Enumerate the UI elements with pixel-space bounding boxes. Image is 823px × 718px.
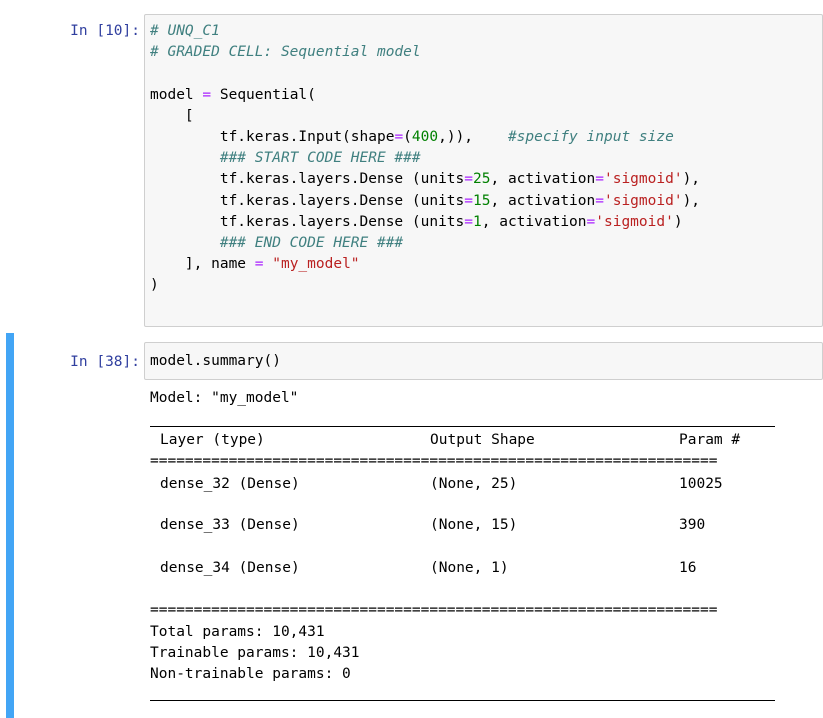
divider: [150, 426, 775, 427]
layer-name: dense_33 (Dense): [160, 517, 300, 533]
code-token: tf.keras.Input(shape: [150, 129, 395, 146]
param-count: 10025: [679, 476, 723, 492]
non-trainable-params: Non-trainable params: 0: [150, 666, 351, 682]
column-header-params: Param #: [679, 432, 741, 448]
code-operator: =: [464, 192, 474, 209]
code-operator: =: [464, 213, 474, 230]
model-name-line: Model: "my_model": [150, 390, 299, 406]
total-params: Total params: 10,431: [150, 624, 325, 640]
code-token: , activation: [490, 192, 596, 209]
param-count: 16: [679, 560, 697, 576]
code-number: 15: [473, 192, 491, 209]
code-token: , activation: [490, 171, 596, 188]
code-token: ,)),: [438, 129, 508, 146]
code-operator: =: [595, 192, 604, 209]
code-token: ], name: [150, 256, 255, 273]
output-shape: (None, 15): [430, 517, 518, 533]
column-header-layer: Layer (type): [160, 432, 265, 448]
code-token: tf.keras.layers.Dense (units: [150, 171, 465, 188]
code-token: (: [403, 129, 412, 146]
code-token: [: [150, 107, 194, 124]
code-operator: =: [586, 213, 596, 230]
layer-name: dense_32 (Dense): [160, 476, 300, 492]
code-token: ): [150, 277, 159, 294]
double-divider: ========================================…: [150, 605, 718, 615]
divider: [150, 700, 775, 701]
code-token: model: [150, 86, 203, 103]
code-token: ),: [682, 192, 701, 209]
code-token: ),: [682, 171, 701, 188]
code-token: tf.keras.layers.Dense (units: [150, 213, 465, 230]
code-text: model.summary(): [150, 353, 281, 369]
code-editor[interactable]: model.summary(): [144, 342, 823, 380]
code-string: "my_model": [263, 256, 360, 273]
code-number: 1: [473, 213, 482, 230]
code-text: # UNQ_C1 # GRADED CELL: Sequential model…: [150, 21, 700, 297]
param-count: 390: [679, 517, 706, 533]
code-comment: # UNQ_C1: [150, 23, 220, 39]
code-string: 'sigmoid': [603, 192, 683, 209]
code-comment: # GRADED CELL: Sequential model: [150, 44, 421, 61]
code-cell-summary[interactable]: In [38]: model.summary() Model: "my_mode…: [0, 333, 823, 718]
code-number: 400: [411, 129, 439, 146]
code-comment: ### END CODE HERE ###: [150, 235, 404, 252]
code-operator: =: [394, 129, 404, 146]
code-token: Sequential(: [211, 86, 316, 103]
output-shape: (None, 1): [430, 560, 509, 576]
code-token: tf.keras.layers.Dense (units: [150, 192, 465, 209]
code-string: 'sigmoid': [595, 213, 674, 230]
double-divider: ========================================…: [150, 456, 718, 466]
code-token: ): [673, 213, 683, 230]
code-operator: =: [254, 256, 264, 273]
layer-name: dense_34 (Dense): [160, 560, 300, 576]
code-comment: ### START CODE HERE ###: [150, 150, 421, 167]
code-number: 25: [473, 171, 491, 188]
column-header-output-shape: Output Shape: [430, 432, 535, 448]
trainable-params: Trainable params: 10,431: [150, 645, 360, 661]
code-operator: =: [595, 171, 604, 188]
cell-selection-bar: [6, 333, 14, 718]
code-cell-unq-c1[interactable]: In [10]: # UNQ_C1 # GRADED CELL: Sequent…: [0, 14, 823, 328]
code-comment: #specify input size: [507, 129, 674, 146]
code-operator: =: [464, 171, 474, 188]
cell-prompt: In [10]:: [70, 23, 140, 39]
code-string: 'sigmoid': [603, 171, 683, 188]
cell-prompt: In [38]:: [70, 354, 140, 370]
code-editor[interactable]: # UNQ_C1 # GRADED CELL: Sequential model…: [144, 14, 823, 327]
output-shape: (None, 25): [430, 476, 518, 492]
code-operator: =: [202, 86, 212, 103]
code-token: , activation: [481, 213, 587, 230]
